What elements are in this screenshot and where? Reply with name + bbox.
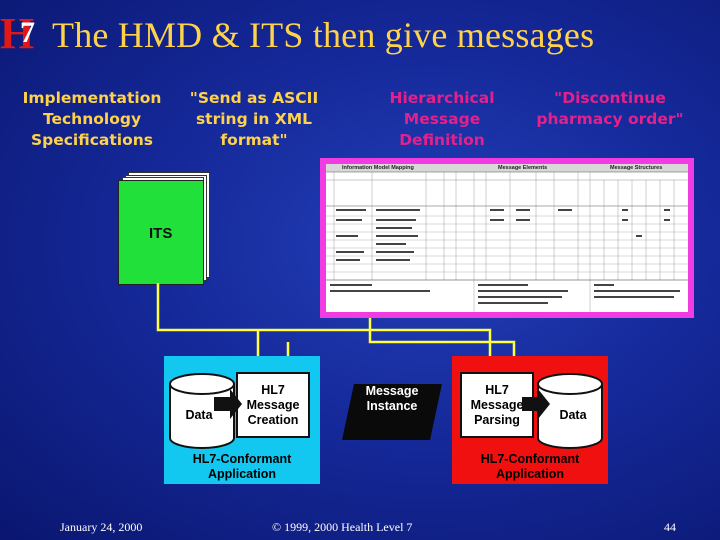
right-data-label: Data xyxy=(559,407,587,422)
hmd-header-elements: Message Elements xyxy=(498,165,548,171)
footer-date: January 24, 2000 xyxy=(60,520,143,534)
left-data-label: Data xyxy=(185,407,213,422)
hmd-table: Information Model Mapping Message Elemen… xyxy=(326,164,688,312)
svg-text:H: H xyxy=(0,9,34,52)
left-app-label: HL7-Conformant Application xyxy=(192,452,292,481)
its-document: ITS xyxy=(118,180,204,285)
svg-text:7: 7 xyxy=(20,16,35,49)
message-creation-box: HL7 Message Creation xyxy=(236,372,310,438)
header-ascii: "Send as ASCII string in XML format" xyxy=(189,89,319,149)
left-arrow-icon xyxy=(214,389,242,419)
receiving-application: HL7 Message Parsing Data HL7-Conformant … xyxy=(452,356,608,484)
message-instance-shape xyxy=(342,384,442,440)
its-label: ITS xyxy=(149,225,173,242)
message-parsing-box: HL7 Message Parsing xyxy=(460,372,534,438)
header-discontinue: "Discontinue pharmacy order" xyxy=(536,89,684,128)
right-database-icon xyxy=(537,373,603,449)
hl7-logo: H 7 xyxy=(0,8,50,58)
hmd-table-box: Information Model Mapping Message Elemen… xyxy=(320,158,694,318)
header-its-spec: Implementation Technology Specifications xyxy=(22,89,162,149)
hmd-header-info-model: Information Model Mapping xyxy=(342,165,414,171)
header-hmd: Hierarchical Message Definition xyxy=(389,89,495,149)
right-app-label: HL7-Conformant Application xyxy=(480,452,580,481)
message-instance-label: Message Instance xyxy=(365,384,419,413)
slide-title: The HMD & ITS then give messages xyxy=(52,15,595,55)
right-arrow-icon xyxy=(522,389,550,419)
hmd-header-structures: Message Structures xyxy=(610,165,663,171)
footer-page-number: 44 xyxy=(664,520,676,534)
footer-copyright: © 1999, 2000 Health Level 7 xyxy=(272,520,413,534)
